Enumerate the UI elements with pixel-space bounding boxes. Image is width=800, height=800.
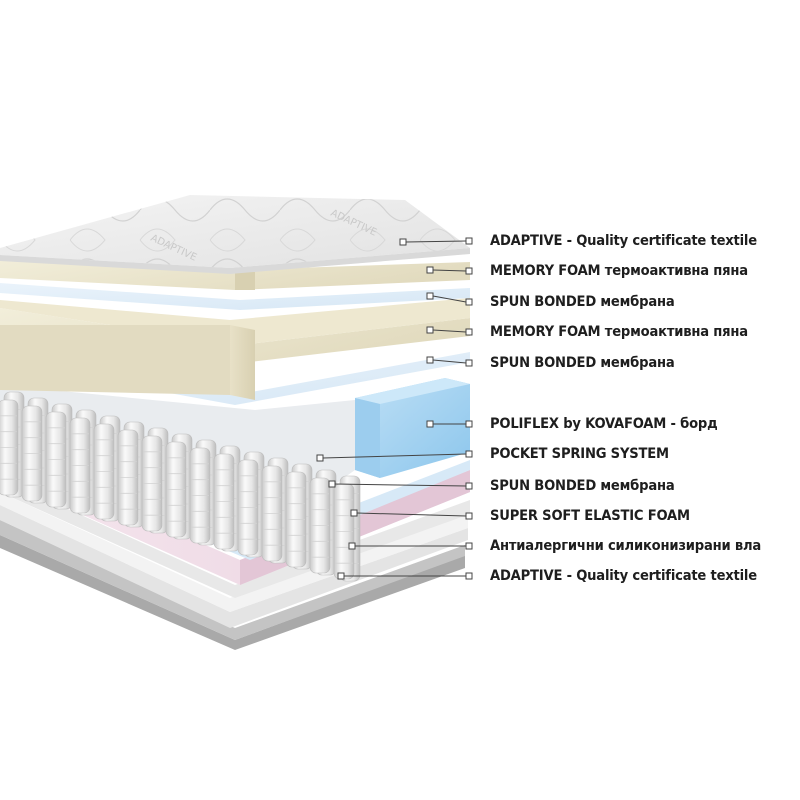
callout-end bbox=[465, 267, 473, 275]
callout-anchor bbox=[328, 480, 336, 488]
callout-anchor bbox=[316, 454, 324, 462]
callout-line bbox=[432, 329, 467, 333]
callout-end bbox=[465, 572, 473, 580]
callout-line bbox=[432, 359, 467, 364]
poliflex-side-board bbox=[355, 378, 470, 478]
callout-anchor bbox=[350, 509, 358, 517]
bottom-textile-layer bbox=[0, 478, 470, 628]
callout-end bbox=[465, 482, 473, 490]
spun-bonded-3-layer bbox=[0, 440, 470, 560]
spun-bonded-1-layer bbox=[0, 283, 470, 310]
callout-anchor bbox=[426, 292, 434, 300]
callout-end bbox=[465, 298, 473, 306]
callout-anchor bbox=[399, 238, 407, 246]
callout-line bbox=[432, 295, 467, 303]
callout-anchor bbox=[426, 266, 434, 274]
callout-lines bbox=[316, 237, 473, 580]
callout-anchor bbox=[348, 542, 356, 550]
callout-end bbox=[465, 420, 473, 428]
callout-end bbox=[465, 237, 473, 245]
top-quilted-textile: ADAPTIVE ADAPTIVE bbox=[0, 195, 470, 274]
callout-line bbox=[334, 483, 467, 487]
callout-end bbox=[465, 450, 473, 458]
callout-end bbox=[465, 359, 473, 367]
callout-end bbox=[465, 542, 473, 550]
callout-anchor bbox=[337, 572, 345, 580]
callout-end bbox=[465, 328, 473, 336]
pocket-spring-block bbox=[0, 385, 361, 582]
callout-line bbox=[322, 453, 467, 459]
callout-line bbox=[432, 269, 467, 272]
callout-end bbox=[465, 512, 473, 520]
callout-anchor bbox=[426, 420, 434, 428]
callout-line bbox=[356, 512, 467, 517]
callout-line bbox=[405, 240, 467, 243]
callout-anchor bbox=[426, 326, 434, 334]
bottom-base-layer bbox=[0, 520, 465, 650]
memory-foam-2-layer bbox=[0, 298, 470, 400]
callout-anchor bbox=[426, 356, 434, 364]
